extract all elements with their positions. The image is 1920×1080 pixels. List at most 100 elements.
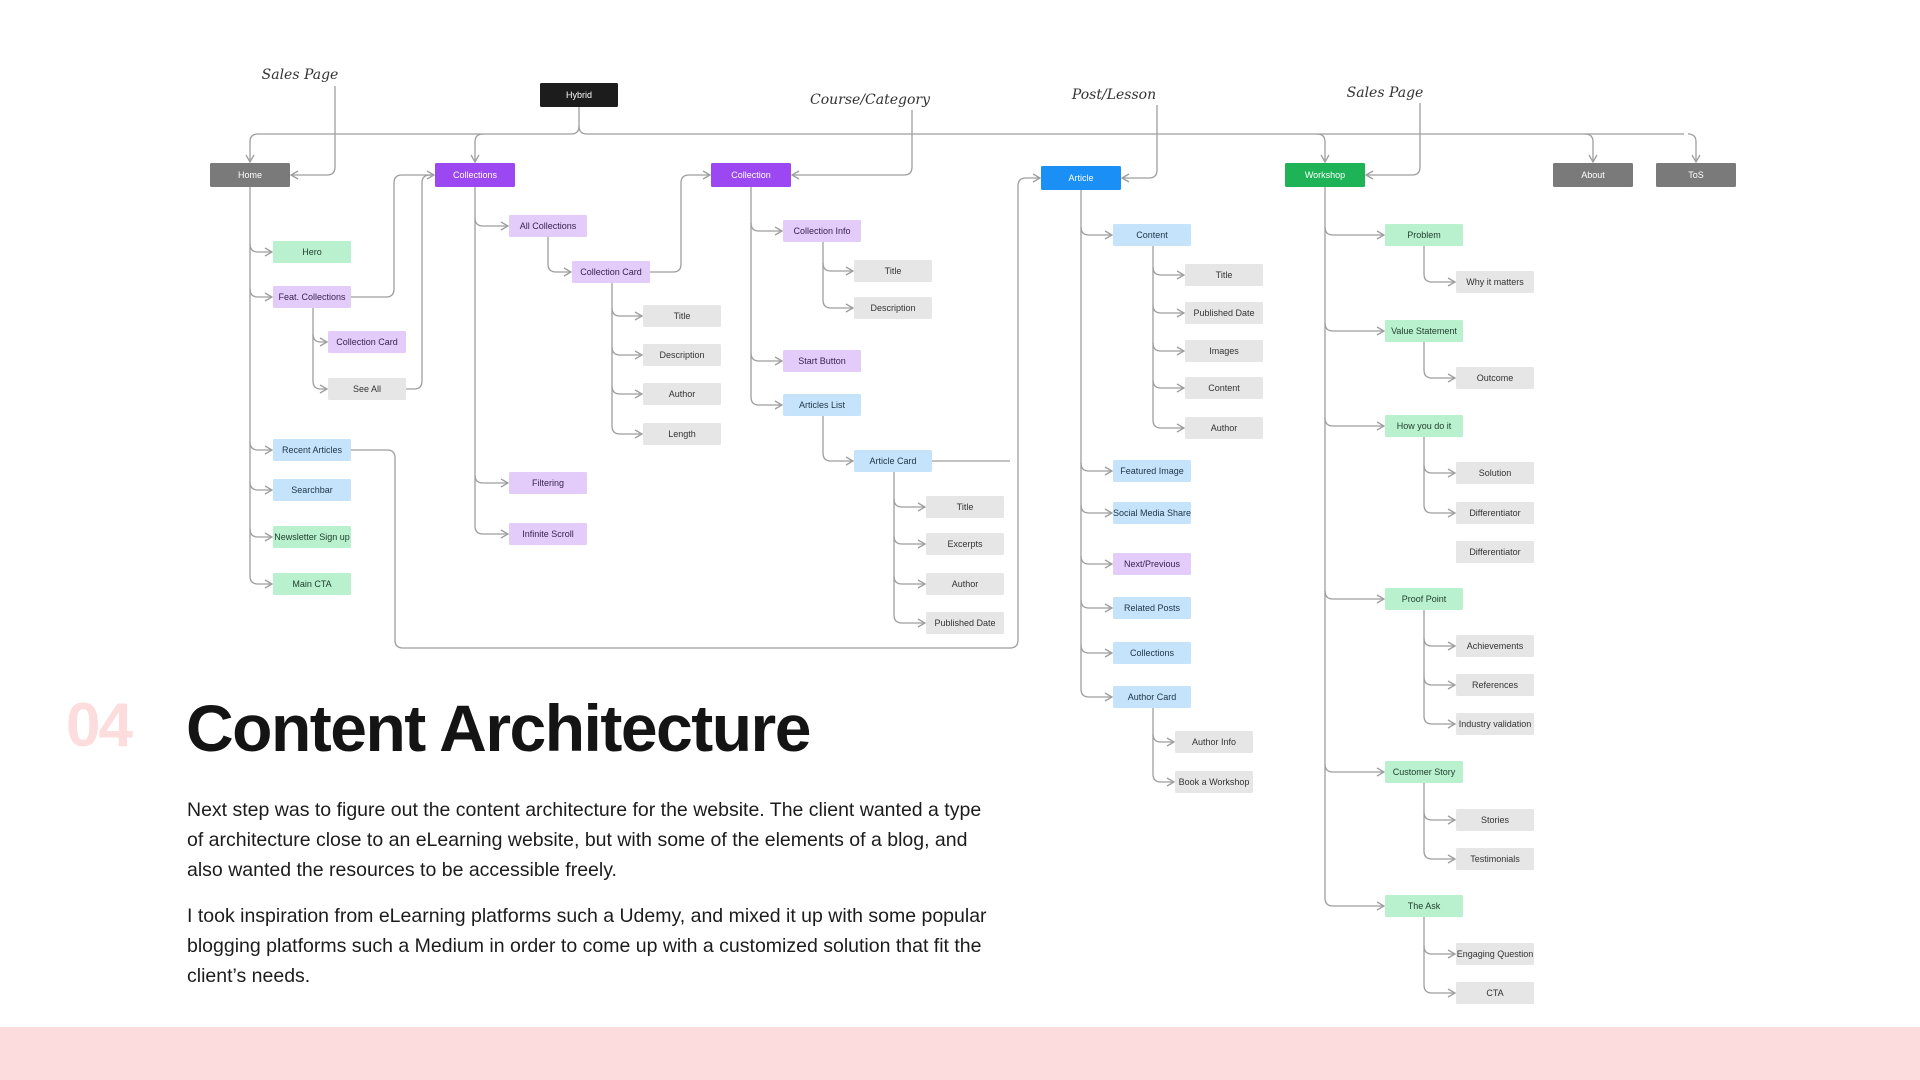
annotation-label: Sales Page — [262, 67, 339, 83]
node-box — [273, 439, 351, 461]
node-label: See All — [353, 384, 381, 394]
node-label: Proof Point — [1402, 594, 1447, 604]
connector-line — [650, 170, 712, 273]
connector-line — [750, 396, 784, 410]
node-label: Customer Story — [1393, 767, 1456, 777]
connector-line — [893, 614, 927, 628]
connector-line — [249, 575, 274, 589]
node-ws-ask: The Ask — [1385, 895, 1463, 917]
connector-line — [790, 110, 913, 180]
node-box — [1456, 367, 1534, 389]
connector-line — [249, 441, 274, 455]
node-box — [1185, 264, 1263, 286]
connector-line — [1423, 945, 1457, 959]
node-label: Article Card — [869, 456, 916, 466]
node-label: Description — [659, 350, 704, 360]
node-label: Author Card — [1128, 692, 1177, 702]
connector-line — [312, 380, 329, 394]
connector-line — [1423, 504, 1457, 518]
node-cols-card-length: Length — [643, 423, 721, 445]
node-box — [1175, 731, 1253, 753]
node-ws-cta: CTA — [1456, 982, 1534, 1004]
node-label: Social Media Share — [1113, 508, 1191, 518]
node-label: Title — [1216, 270, 1233, 280]
connector-line — [1152, 733, 1176, 747]
annotation-label: Course/Category — [810, 92, 931, 108]
annotation-label: Sales Page — [1347, 85, 1424, 101]
node-label: Outcome — [1477, 373, 1514, 383]
node-art-nextprev: Next/Previous — [1113, 553, 1191, 575]
node-ws-outcome: Outcome — [1456, 367, 1534, 389]
node-label: Published Date — [1193, 308, 1254, 318]
connector-line — [1152, 773, 1176, 787]
node-box — [1385, 895, 1463, 917]
node-col-list: Articles List — [783, 394, 861, 416]
node-home-feat-card: Collection Card — [328, 331, 406, 353]
node-label: Achievements — [1467, 641, 1524, 651]
node-ws-problem: Problem — [1385, 224, 1463, 246]
node-label: Stories — [1481, 815, 1510, 825]
node-box — [328, 378, 406, 400]
connector-line — [1324, 590, 1386, 604]
node-cols-all: All Collections — [509, 215, 587, 237]
node-label: Title — [674, 311, 691, 321]
node-box — [273, 526, 351, 548]
node-label: Why it matters — [1466, 277, 1524, 287]
node-art-authorinfo: Author Info — [1175, 731, 1253, 753]
node-label: Feat. Collections — [278, 292, 346, 302]
connector-line — [893, 575, 927, 589]
node-art-date: Published Date — [1185, 302, 1263, 324]
node-collection: Collection — [711, 163, 791, 187]
node-art-images: Images — [1185, 340, 1263, 362]
node-label: Length — [668, 429, 696, 439]
node-box — [926, 612, 1004, 634]
connector-line — [249, 288, 274, 302]
connector-line — [1316, 133, 1330, 164]
node-ws-story: Customer Story — [1385, 761, 1463, 783]
node-label: Articles List — [799, 400, 846, 410]
node-box — [783, 220, 861, 242]
connector-line — [1423, 273, 1457, 287]
connector-line — [245, 133, 259, 164]
node-label: Industry validation — [1459, 719, 1532, 729]
node-box — [540, 83, 618, 107]
node-label: Start Button — [798, 356, 846, 366]
connector-line — [1423, 464, 1457, 478]
connector-line — [1324, 322, 1386, 336]
node-box — [1456, 635, 1534, 657]
connector-line — [1423, 637, 1457, 651]
node-box — [1456, 982, 1534, 1004]
connector-line — [611, 307, 644, 321]
connector-line — [1324, 763, 1386, 777]
node-label: Next/Previous — [1124, 559, 1181, 569]
node-art-title: Title — [1185, 264, 1263, 286]
connector-line — [1423, 850, 1457, 864]
connector-line — [1423, 676, 1457, 690]
inspiration-paragraph: I took inspiration from eLearning platfo… — [187, 905, 987, 987]
node-box — [854, 260, 932, 282]
node-box — [273, 241, 351, 263]
node-label: CTA — [1486, 988, 1503, 998]
node-ws-why: Why it matters — [1456, 271, 1534, 293]
node-home-feat: Feat. Collections — [273, 286, 351, 308]
node-col-info: Collection Info — [783, 220, 861, 242]
connector-line — [547, 237, 573, 277]
node-box — [435, 163, 515, 187]
node-cols-filter: Filtering — [509, 472, 587, 494]
node-label: Problem — [1407, 230, 1441, 240]
connector-line — [1080, 644, 1114, 658]
connector-line — [893, 498, 927, 512]
node-label: Workshop — [1305, 170, 1345, 180]
node-home-feat-seeall: See All — [328, 378, 406, 400]
intro-paragraph: Next step was to figure out the content … — [187, 799, 982, 881]
node-label: Value Statement — [1391, 326, 1457, 336]
connector-line — [1423, 715, 1457, 729]
connector-line — [1423, 369, 1457, 383]
node-label: Content — [1208, 383, 1240, 393]
node-label: Filtering — [532, 478, 564, 488]
node-box — [1456, 502, 1534, 524]
node-box — [926, 533, 1004, 555]
node-col-card-excerpts: Excerpts — [926, 533, 1004, 555]
node-home: Home — [210, 163, 290, 187]
